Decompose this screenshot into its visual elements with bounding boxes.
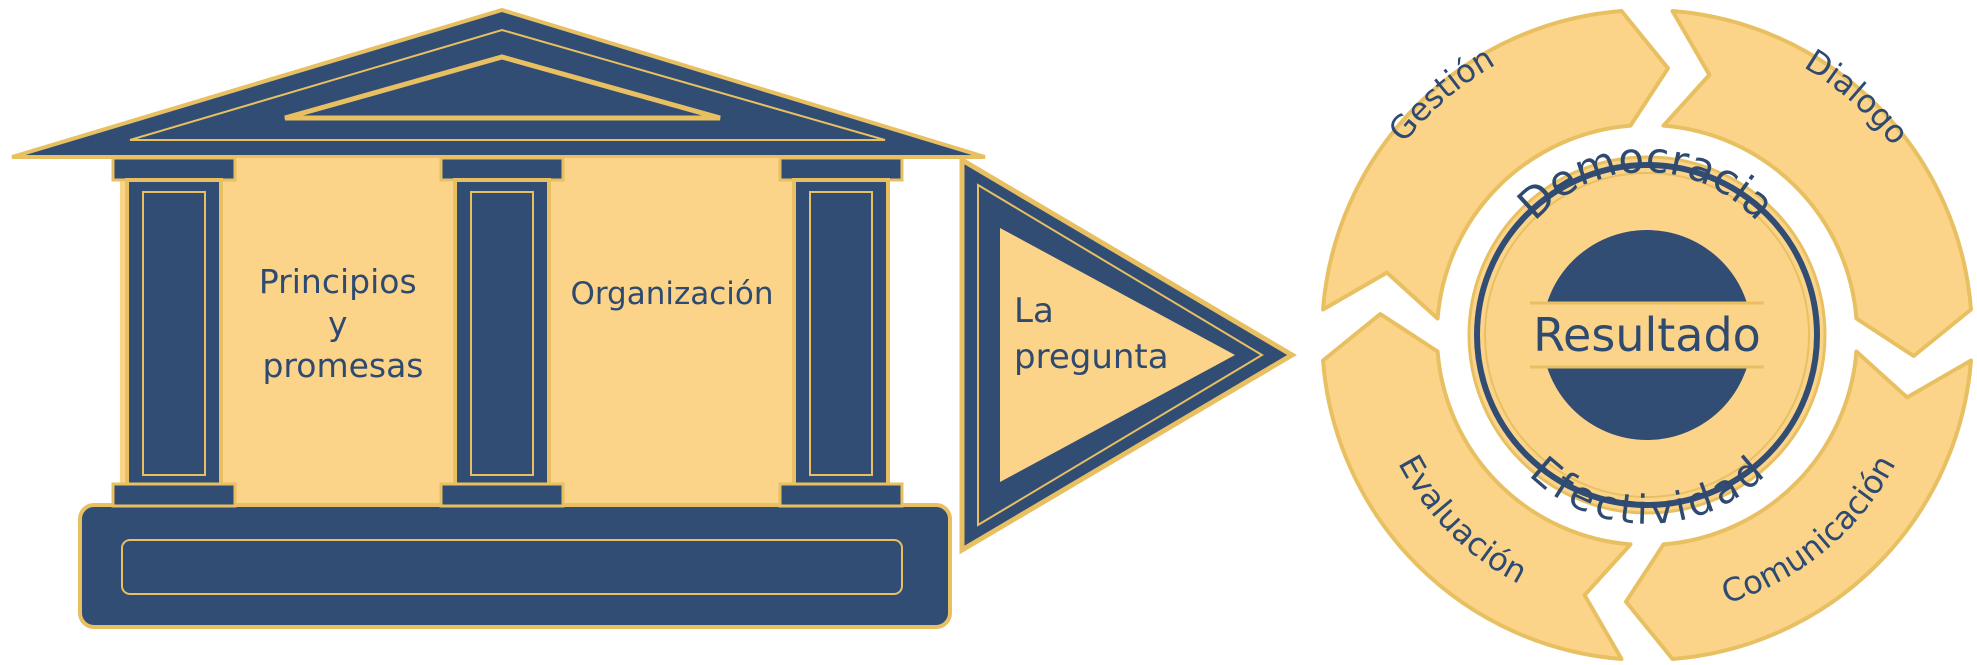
center-band xyxy=(1530,303,1764,367)
temple-base-panel xyxy=(121,539,903,595)
temple-column-middle xyxy=(439,156,565,508)
temple-column-right xyxy=(778,156,904,508)
temple-base xyxy=(78,503,952,629)
temple-label-principios: Principios y promesas xyxy=(259,262,427,385)
cycle: Democracia Resultado Efectividad Gestión… xyxy=(1321,9,1973,661)
center-inner-gold-ring xyxy=(1484,172,1810,498)
question-arrow: La pregunta xyxy=(959,155,1297,555)
temple-roof-inner-triangle xyxy=(284,54,721,121)
center-label-resultado: Resultado xyxy=(1533,308,1761,362)
question-arrow-fill xyxy=(1000,228,1235,482)
question-arrow-label: La pregunta xyxy=(1014,291,1169,377)
segment-dialogo xyxy=(1661,9,1973,358)
segment-evaluacion xyxy=(1321,312,1633,661)
segment-comunicacion xyxy=(1624,349,1973,661)
temple: Principios y promesas Organización xyxy=(11,7,986,629)
center-navy-ring xyxy=(1474,162,1820,508)
segment-gestion xyxy=(1321,9,1670,321)
cycle-ring xyxy=(1321,9,1973,661)
temple-roof-inner-line xyxy=(129,28,886,141)
temple-label-organizacion: Organización xyxy=(570,276,773,312)
question-arrow-inner-line xyxy=(977,183,1264,527)
temple-column-left xyxy=(111,156,237,508)
